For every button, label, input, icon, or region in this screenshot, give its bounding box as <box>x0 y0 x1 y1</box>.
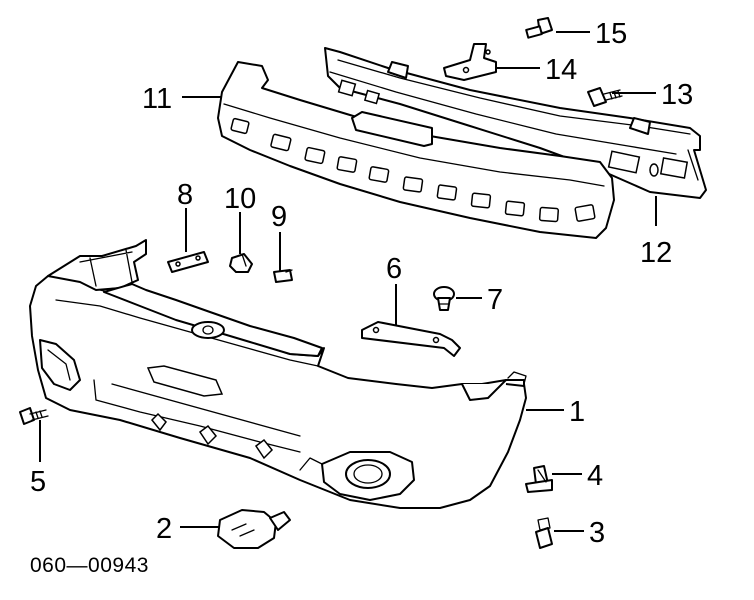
callout-6: 6 <box>386 253 402 285</box>
callout-15: 15 <box>595 18 627 50</box>
callout-9: 9 <box>271 201 287 233</box>
plate-8 <box>167 251 209 273</box>
push-clip-7 <box>433 286 455 311</box>
energy-absorber <box>217 61 615 239</box>
callout-14: 14 <box>545 54 577 86</box>
bracket-14 <box>443 43 497 81</box>
leader-lines <box>39 31 657 532</box>
callout-2: 2 <box>156 513 172 545</box>
reinforcement-beam <box>324 47 707 199</box>
bolt-13 <box>587 87 623 107</box>
fog-cover-2 <box>217 509 291 549</box>
callout-7: 7 <box>487 284 503 316</box>
callout-1: 1 <box>569 396 585 428</box>
screw-3 <box>535 517 553 549</box>
diagram-code: 060—00943 <box>30 554 149 577</box>
callout-4: 4 <box>587 460 603 492</box>
callout-numbers: 15 14 13 11 12 8 10 9 6 7 1 4 3 5 2 <box>30 18 693 549</box>
bolt-5 <box>19 407 49 425</box>
callout-11: 11 <box>142 83 172 115</box>
bolt-15 <box>525 17 553 39</box>
clip-4 <box>525 465 553 493</box>
callout-8: 8 <box>177 179 193 211</box>
callout-10: 10 <box>224 183 256 215</box>
callout-5: 5 <box>30 466 46 498</box>
bumper-cover <box>29 239 527 509</box>
callout-3: 3 <box>589 517 605 549</box>
screw-9 <box>273 269 293 283</box>
clip-nut-10 <box>229 253 253 273</box>
bracket-6 <box>361 321 461 357</box>
callout-12: 12 <box>640 237 672 269</box>
callout-13: 13 <box>661 79 693 111</box>
